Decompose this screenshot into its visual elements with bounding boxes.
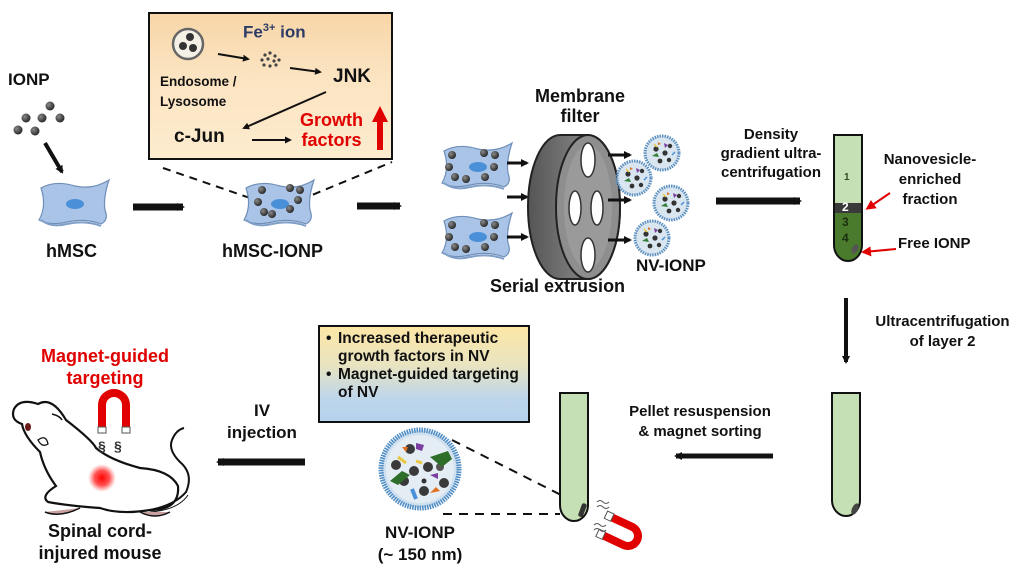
increase-arrow-icon — [372, 106, 388, 150]
magnet-sorting-tube-icon — [559, 392, 589, 522]
arrow-nanovesicle-fraction — [865, 192, 891, 210]
info-box-item-text: Increased therapeutic growth factors in … — [338, 330, 499, 365]
magnetic-field-icon: § — [114, 438, 122, 454]
mechanism-inset: Fe3+ ion Endosome / Lysosome JNK c-Jun G… — [148, 12, 393, 160]
hmsc-cell-icon — [38, 179, 110, 227]
magnetic-field-icon — [593, 523, 607, 532]
info-box-item: • Magnet-guided targeting of NV — [326, 366, 522, 402]
arrow-free-ionp — [861, 246, 897, 257]
info-box: • Increased therapeutic growth factors i… — [318, 325, 530, 423]
horseshoe-magnet-icon — [595, 510, 642, 550]
fe-ion-dots-icon — [260, 51, 281, 68]
hmsc-label: hMSC — [46, 241, 97, 261]
info-box-item-text: Magnet-guided targeting of NV — [338, 366, 519, 401]
hmsc-ionp-label: hMSC-IONP — [222, 241, 323, 261]
cjun-label: c-Jun — [174, 126, 225, 147]
tube-layer-2: 2 — [842, 200, 849, 214]
ionp-label: IONP — [8, 70, 50, 89]
endosome-lysosome-label: Endosome / Lysosome — [160, 74, 237, 109]
serial-extrusion-label: Serial extrusion — [490, 276, 626, 296]
horseshoe-magnet-icon — [97, 389, 131, 434]
nv-zoom-line-top — [451, 439, 566, 498]
bullet: • — [326, 330, 332, 347]
jnk-label: JNK — [333, 66, 372, 87]
tube-layer-1: 1 — [844, 172, 850, 183]
ultracentrifugation-label: Ultracentrifugation of layer 2 — [875, 313, 1010, 350]
info-box-item: • Increased therapeutic growth factors i… — [326, 330, 522, 366]
nanovesicle-icon — [615, 159, 653, 197]
density-gradient-label: Density gradient ultra- centrifugation — [720, 126, 822, 181]
tube-layer-3: 3 — [842, 215, 849, 229]
arrow-fe-to-jnk — [289, 67, 322, 75]
membrane-filter-icon — [527, 134, 621, 280]
hmsc-ionp-cell-icon — [243, 179, 315, 227]
free-ionp-label: Free IONP — [898, 235, 971, 252]
ionp-particles-icon — [13, 101, 65, 136]
pellet-resuspension-label: Pellet resuspension & magnet sorting — [629, 403, 771, 440]
nv-ionp-large-icon — [378, 427, 462, 511]
gradient-tube-icon — [833, 134, 863, 262]
membrane-filter-label: Membrane filter — [534, 86, 626, 127]
magnetic-field-icon — [596, 500, 610, 509]
nanovesicle-icon — [652, 184, 690, 222]
loaded-cell-bottom-icon — [441, 212, 513, 260]
bullet: • — [326, 366, 332, 383]
magnet-guided-targeting-label: Magnet-guided targeting — [41, 346, 169, 388]
nanovesicle-icon — [643, 134, 681, 172]
arrow-endosome-to-fe — [217, 53, 250, 62]
inset-graphics — [171, 27, 388, 150]
spinal-cord-mouse-label: Spinal cord- injured mouse — [38, 521, 162, 563]
nv-ionp-size-label: NV-IONP (~ 150 nm) — [377, 523, 463, 564]
nanovesicle-icon — [633, 219, 671, 257]
fe-ion-label: Fe3+ ion — [243, 22, 306, 42]
tube-layer-4: 4 — [842, 231, 849, 245]
loaded-cell-top-icon — [441, 142, 513, 190]
inset-zoom-line-right — [299, 161, 393, 201]
growth-factors-label: Growth factors — [300, 110, 363, 151]
endosome-icon — [171, 27, 205, 61]
magnetic-field-icon: § — [98, 438, 106, 454]
nanovesicle-fraction-label: Nanovesicle- enriched fraction — [883, 151, 977, 208]
arrow-ionp-to-hmsc — [43, 141, 64, 174]
nv-ionp-label-top: NV-IONP — [636, 256, 706, 275]
mouse-icon — [11, 400, 190, 517]
pellet-tube-icon — [831, 392, 861, 517]
arrow-jnk-to-cjun — [242, 91, 327, 130]
inset-zoom-line-left — [162, 167, 251, 199]
iv-injection-label: IV injection — [227, 401, 297, 442]
